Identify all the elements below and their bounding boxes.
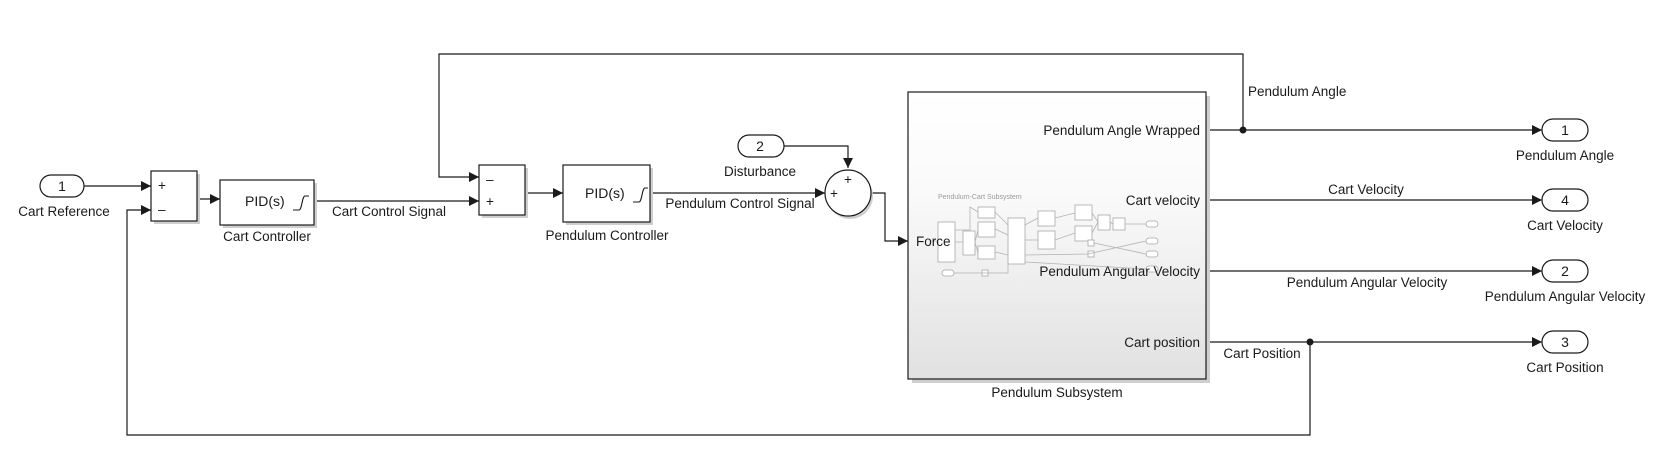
pid-shape[interactable] — [562, 164, 651, 223]
thumbnail-port — [941, 269, 955, 277]
signal-label-cart-velocity: Cart Velocity — [1328, 182, 1404, 197]
subsystem-thumbnail: Pendulum-Cart Subsystem — [930, 194, 1159, 277]
sum-block-cart[interactable]: + – — [150, 170, 200, 224]
thumbnail-block — [1037, 230, 1056, 250]
thumbnail-block — [1037, 210, 1056, 227]
thumbnail-block — [1007, 217, 1026, 265]
signal-disturbance[interactable] — [784, 145, 853, 168]
outport-shape[interactable] — [1541, 188, 1589, 212]
sum-sign-bottom: + — [486, 194, 494, 209]
sum-block-pendulum[interactable]: – + — [478, 164, 528, 218]
thumbnail-block — [962, 230, 976, 256]
outport-cart-position[interactable]: 3 Cart Position — [1526, 330, 1604, 375]
pendulum-subsystem-block[interactable]: Pendulum-Cart Subsystem Force Pendulum — [907, 91, 1210, 400]
outport-pendulum-angular-velocity[interactable]: 2 Pendulum Angular Velocity — [1485, 259, 1646, 304]
subsystem-output-port-label: Cart position — [1124, 335, 1200, 350]
signal-cart-position-feedback[interactable] — [126, 205, 1311, 436]
signal-label-pendulum-control: Pendulum Control Signal — [665, 196, 814, 211]
signal-pendulum-angle-feedback[interactable] — [438, 53, 1244, 182]
thumbnail-block — [1074, 225, 1093, 242]
outport-number: 2 — [1561, 263, 1569, 279]
subsystem-shape[interactable] — [907, 91, 1207, 380]
inport-cart-reference[interactable]: 1 Cart Reference — [18, 174, 110, 219]
sum-sign-left: + — [830, 186, 838, 201]
thumbnail-block — [1112, 217, 1126, 231]
sum-sign-top: + — [844, 172, 852, 187]
signal-label-pendulum-angular-velocity: Pendulum Angular Velocity — [1287, 275, 1448, 290]
block-name: Pendulum Controller — [545, 228, 669, 243]
outport-label: Cart Position — [1526, 360, 1603, 375]
inport-shape[interactable] — [737, 134, 785, 158]
sum-shape[interactable] — [824, 169, 872, 217]
outport-shape[interactable] — [1541, 259, 1589, 283]
inport-disturbance[interactable]: 2 Disturbance — [724, 134, 796, 179]
thumbnail-port — [1145, 220, 1159, 228]
signal-force[interactable] — [871, 192, 908, 246]
block-name: Cart Controller — [223, 229, 311, 244]
sum-shape[interactable] — [150, 170, 198, 222]
outport-pendulum-angle[interactable]: 1 Pendulum Angle — [1516, 118, 1614, 163]
outport-label: Cart Velocity — [1527, 218, 1603, 233]
block-name: Pendulum Subsystem — [991, 385, 1122, 400]
thumbnail-block — [1074, 204, 1093, 221]
outport-number: 1 — [1561, 122, 1569, 138]
outport-number: 3 — [1561, 334, 1569, 350]
thumbnail-block — [1097, 214, 1111, 231]
signal-label-cart-control: Cart Control Signal — [332, 204, 446, 219]
inport-number: 1 — [58, 178, 66, 194]
sum-sign-bottom: – — [158, 202, 166, 217]
signal-label-cart-position: Cart Position — [1223, 346, 1300, 361]
branch-point — [1239, 126, 1247, 134]
subsystem-output-port-label: Pendulum Angular Velocity — [1039, 264, 1200, 279]
pid-label: PID(s) — [585, 185, 625, 201]
sum-sign-top: + — [158, 178, 166, 193]
thumbnail-port — [1145, 250, 1159, 258]
outport-number: 4 — [1561, 192, 1569, 208]
thumbnail-port — [1145, 237, 1159, 245]
subsystem-output-port-label: Cart velocity — [1126, 193, 1201, 208]
inport-shape[interactable] — [39, 174, 85, 198]
subsystem-output-port-label: Pendulum Angle Wrapped — [1043, 123, 1200, 138]
inport-label: Cart Reference — [18, 204, 110, 219]
sum-block-disturbance[interactable]: + + — [824, 169, 873, 219]
saturation-step-icon — [633, 187, 648, 203]
thumbnail-block — [1087, 239, 1095, 247]
thumbnail-block — [977, 221, 996, 238]
inport-number: 2 — [756, 138, 764, 154]
sum-sign-top: – — [486, 172, 494, 187]
thumbnail-block — [977, 245, 996, 260]
signal-lines — [84, 53, 1542, 436]
outport-label: Pendulum Angular Velocity — [1485, 289, 1646, 304]
signal-label-pendulum-angle: Pendulum Angle — [1248, 84, 1346, 99]
thumbnail-wiring — [930, 206, 1147, 274]
outport-label: Pendulum Angle — [1516, 148, 1614, 163]
pid-block-cart-controller[interactable]: PID(s) Cart Controller — [219, 179, 317, 244]
subsystem-input-port-label: Force — [916, 234, 951, 249]
thumbnail-block — [977, 206, 996, 219]
pid-label: PID(s) — [245, 193, 285, 209]
saturation-step-icon — [293, 195, 309, 211]
outport-cart-velocity[interactable]: 4 Cart Velocity — [1527, 188, 1603, 233]
pid-shape[interactable] — [219, 179, 315, 226]
thumbnail-title: Pendulum-Cart Subsystem — [938, 194, 1022, 201]
sum-shape[interactable] — [478, 164, 526, 216]
inport-label: Disturbance — [724, 164, 796, 179]
branch-point — [1306, 338, 1314, 346]
outport-shape[interactable] — [1541, 118, 1589, 142]
outport-shape[interactable] — [1541, 330, 1589, 354]
pid-block-pendulum-controller[interactable]: PID(s) Pendulum Controller — [545, 164, 669, 243]
